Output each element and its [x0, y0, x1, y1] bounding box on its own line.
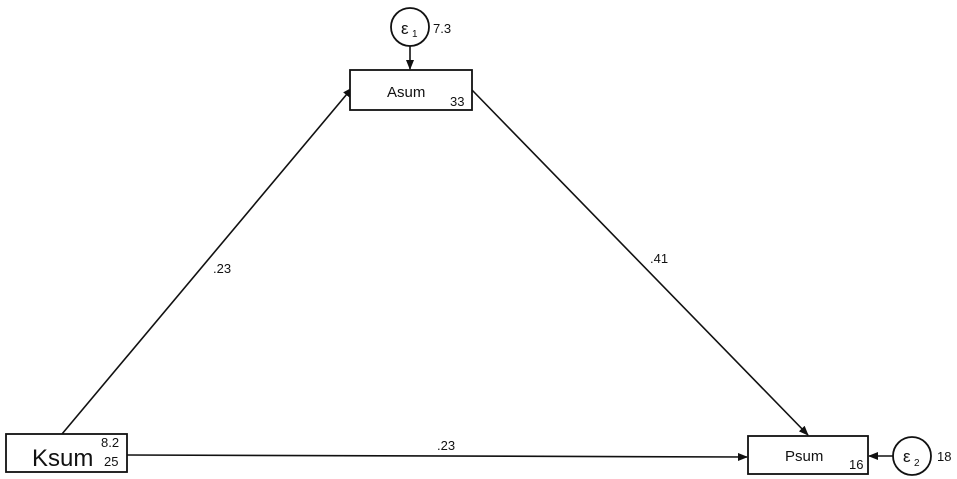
- e2-subscript: 2: [914, 458, 920, 469]
- asum-label: Asum: [387, 84, 425, 101]
- psum-intercept: 16: [849, 457, 863, 472]
- ksum-mean: 8.2: [101, 435, 119, 450]
- e2-variance: 18: [937, 449, 951, 464]
- psum-label: Psum: [785, 448, 823, 465]
- error-e1: ε 1 7.3: [390, 7, 451, 47]
- ksum-label: Ksum: [32, 445, 93, 472]
- node-psum: Psum 16: [747, 435, 869, 475]
- error-e2: ε 2 18: [892, 436, 951, 476]
- asum-intercept: 33: [450, 94, 464, 109]
- e1-subscript: 1: [412, 29, 418, 40]
- coef-ksum-psum: .23: [437, 438, 455, 453]
- ksum-variance: 25: [104, 454, 118, 469]
- coef-ksum-asum: .23: [213, 261, 231, 276]
- path-ksum-to-asum: [61, 87, 353, 435]
- node-ksum: Ksum 8.2 25: [5, 433, 128, 473]
- path-asum-to-psum: [471, 89, 809, 436]
- node-asum: Asum 33: [349, 69, 473, 111]
- e1-variance: 7.3: [433, 21, 451, 36]
- coef-asum-psum: .41: [650, 251, 668, 266]
- path-ksum-to-psum: [126, 452, 748, 461]
- e2-symbol: ε: [903, 447, 911, 466]
- e1-symbol: ε: [401, 19, 409, 38]
